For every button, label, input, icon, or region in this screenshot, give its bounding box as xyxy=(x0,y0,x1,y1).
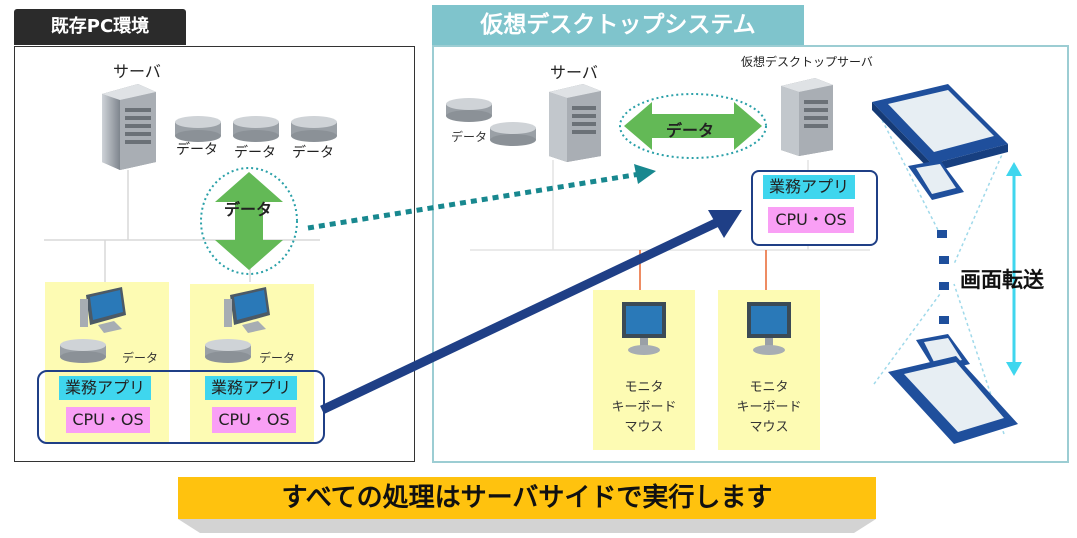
monitor-icon xyxy=(224,287,270,333)
monitor-icon xyxy=(747,302,791,355)
right-data-disks xyxy=(446,98,536,146)
vd-server-label: 仮想デスクトップサーバ xyxy=(741,55,873,69)
left-data-arrow xyxy=(200,167,298,275)
screen-transfer-label: 画面転送 xyxy=(960,268,1044,292)
client-2-data-label: データ xyxy=(259,351,296,365)
virtual-desktop-tab: 仮想デスクトップシステム xyxy=(432,5,804,45)
client-1-business-app: 業務アプリ xyxy=(59,376,151,400)
disk-icon xyxy=(175,116,221,142)
client-2-business-app: 業務アプリ xyxy=(205,376,297,400)
banner-shadow xyxy=(178,519,876,533)
right-server-label: サーバ xyxy=(550,63,598,82)
left-data-label-2: データ xyxy=(234,145,276,161)
client-1-cpu-os: CPU・OS xyxy=(66,407,150,433)
transfer-arrow xyxy=(1006,162,1022,376)
disk-icon xyxy=(60,339,106,363)
summary-banner: すべての処理はサーバサイドで実行します xyxy=(178,477,876,519)
client-2-cpu-os: CPU・OS xyxy=(212,407,296,433)
left-data-label-1: データ xyxy=(176,142,218,158)
left-server-label: サーバ xyxy=(113,62,161,81)
client-1-data-label: データ xyxy=(122,351,159,365)
legacy-pc-tab: 既存PC環境 xyxy=(14,9,186,45)
left-server-icon xyxy=(102,84,156,170)
monitor-icon xyxy=(80,287,126,333)
vd-business-app: 業務アプリ xyxy=(763,175,855,199)
screen-transfer-stack xyxy=(872,84,1018,444)
thin-client-1-labels: モニタキーボードマウス xyxy=(611,380,677,435)
disk-icon xyxy=(205,339,251,363)
vd-server-icon xyxy=(781,78,833,156)
vd-cpu-os: CPU・OS xyxy=(768,207,854,233)
thin-client-2-labels: モニタキーボードマウス xyxy=(736,380,802,435)
right-data-label: データ xyxy=(451,130,488,144)
monitor-icon xyxy=(622,302,666,355)
right-data-arrow-label: データ xyxy=(666,121,715,140)
right-server-icon xyxy=(549,84,601,162)
right-data-arrow xyxy=(619,93,767,159)
left-data-label-3: データ xyxy=(292,145,334,161)
left-data-arrow-label: データ xyxy=(224,200,273,219)
left-data-disks xyxy=(175,116,337,142)
